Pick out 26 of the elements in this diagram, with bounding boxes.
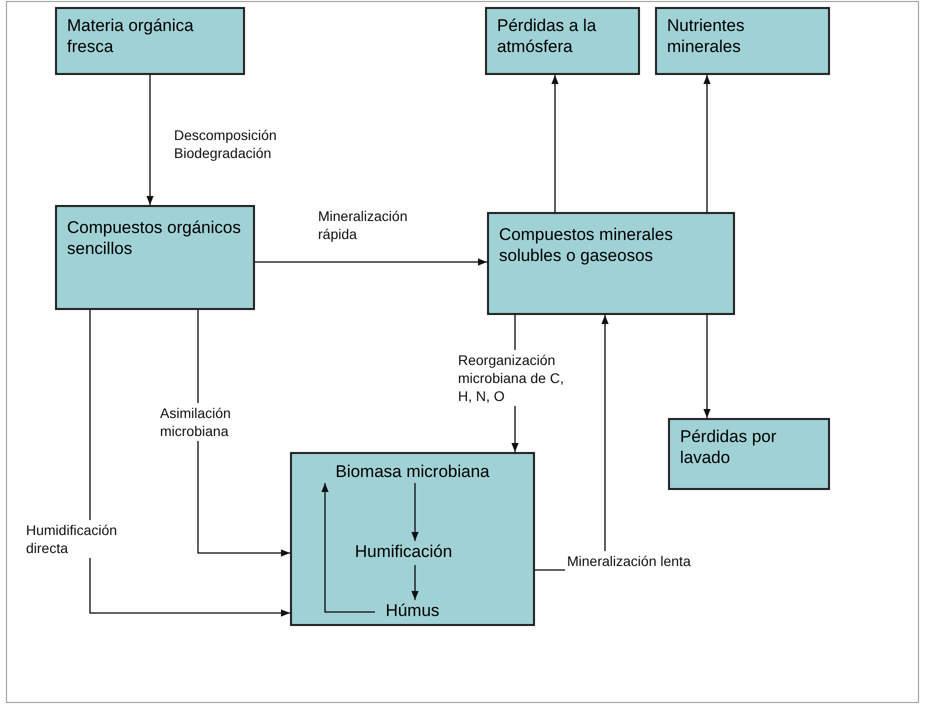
process-box bbox=[655, 7, 830, 75]
process-box bbox=[55, 205, 255, 310]
arrow bbox=[703, 315, 711, 418]
box-text: Materia orgánica fresca bbox=[67, 15, 195, 57]
container-box bbox=[290, 452, 535, 626]
arrow bbox=[89, 310, 290, 617]
arrow bbox=[146, 75, 154, 205]
arrow bbox=[411, 483, 419, 541]
arrow bbox=[551, 75, 559, 212]
stage-label: Biomasa microbiana bbox=[300, 461, 525, 483]
arrow bbox=[197, 310, 290, 557]
box-text: Pérdidas por lavado bbox=[680, 426, 778, 468]
box-text: Compuestos minerales solubles o gaseosos bbox=[499, 224, 674, 266]
arrow bbox=[321, 483, 375, 613]
process-box bbox=[485, 7, 640, 75]
box-text: Nutrientes minerales bbox=[667, 15, 746, 57]
box-text: Compuestos orgánicos sencillos bbox=[67, 217, 242, 259]
arrow bbox=[411, 565, 419, 600]
process-box bbox=[668, 418, 830, 490]
process-box bbox=[487, 212, 735, 315]
process-box bbox=[55, 7, 245, 75]
stage-label: Húmus bbox=[375, 600, 450, 624]
stage-label: Humificación bbox=[337, 541, 470, 565]
box-text: Pérdidas a la atmósfera bbox=[497, 15, 598, 57]
arrow bbox=[703, 75, 711, 212]
arrow bbox=[255, 258, 487, 266]
